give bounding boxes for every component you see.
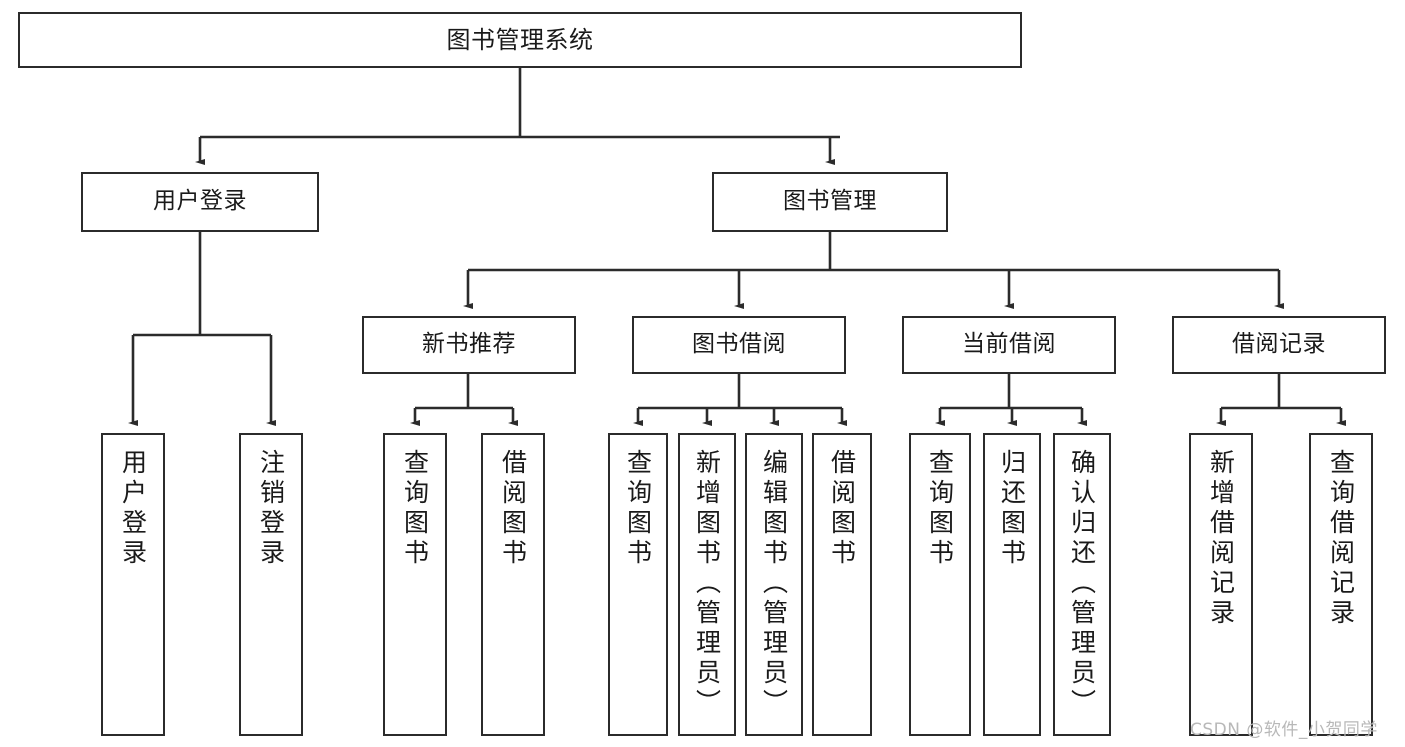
- node-label: 用户登录: [153, 188, 247, 215]
- node-label: 图书管理: [783, 188, 877, 215]
- node-leaf-query-borrow-record[interactable]: 查询借阅记录: [1309, 433, 1373, 736]
- node-label: 图书管理系统: [446, 25, 594, 54]
- node-label: 查询图书: [925, 449, 955, 569]
- node-leaf-borrow-books[interactable]: 借阅图书: [812, 433, 872, 736]
- node-label: 查询图书: [623, 449, 653, 569]
- node-label: 当前借阅: [962, 331, 1056, 358]
- node-leaf-confirm-return-admin[interactable]: 确认归还（管理员）: [1053, 433, 1111, 736]
- node-leaf-return-books[interactable]: 归还图书: [983, 433, 1041, 736]
- node-label: 查询借阅记录: [1326, 449, 1356, 629]
- node-leaf-edit-book-admin[interactable]: 编辑图书（管理员）: [745, 433, 803, 736]
- node-borrow-records[interactable]: 借阅记录: [1172, 316, 1386, 374]
- node-label: 图书借阅: [692, 331, 786, 358]
- node-label: 借阅记录: [1232, 331, 1326, 358]
- node-leaf-borrow-books-rec[interactable]: 借阅图书: [481, 433, 545, 736]
- node-new-book-recommendation[interactable]: 新书推荐: [362, 316, 576, 374]
- node-leaf-query-books-borrow[interactable]: 查询图书: [608, 433, 668, 736]
- csdn-watermark: CSDN @软件_小贺同学: [1190, 720, 1378, 740]
- node-leaf-add-borrow-record[interactable]: 新增借阅记录: [1189, 433, 1253, 736]
- node-label: 借阅图书: [827, 449, 857, 569]
- node-label: 确认归还（管理员）: [1067, 449, 1097, 719]
- node-leaf-user-login[interactable]: 用户登录: [101, 433, 165, 736]
- node-label: 编辑图书（管理员）: [759, 449, 789, 719]
- node-leaf-add-book-admin[interactable]: 新增图书（管理员）: [678, 433, 736, 736]
- node-current-borrowing[interactable]: 当前借阅: [902, 316, 1116, 374]
- node-leaf-query-books-current[interactable]: 查询图书: [909, 433, 971, 736]
- node-book-borrowing[interactable]: 图书借阅: [632, 316, 846, 374]
- node-label: 查询图书: [400, 449, 430, 569]
- node-label: 归还图书: [997, 449, 1027, 569]
- node-book-management[interactable]: 图书管理: [712, 172, 948, 232]
- node-root-system[interactable]: 图书管理系统: [18, 12, 1022, 68]
- node-leaf-query-books-rec[interactable]: 查询图书: [383, 433, 447, 736]
- node-label: 借阅图书: [498, 449, 528, 569]
- node-user-login[interactable]: 用户登录: [81, 172, 319, 232]
- node-leaf-user-logout[interactable]: 注销登录: [239, 433, 303, 736]
- node-label: 用户登录: [118, 449, 148, 569]
- node-label: 新书推荐: [422, 331, 516, 358]
- node-label: 新增图书（管理员）: [692, 449, 722, 719]
- node-label: 注销登录: [256, 449, 286, 569]
- node-label: 新增借阅记录: [1206, 449, 1236, 629]
